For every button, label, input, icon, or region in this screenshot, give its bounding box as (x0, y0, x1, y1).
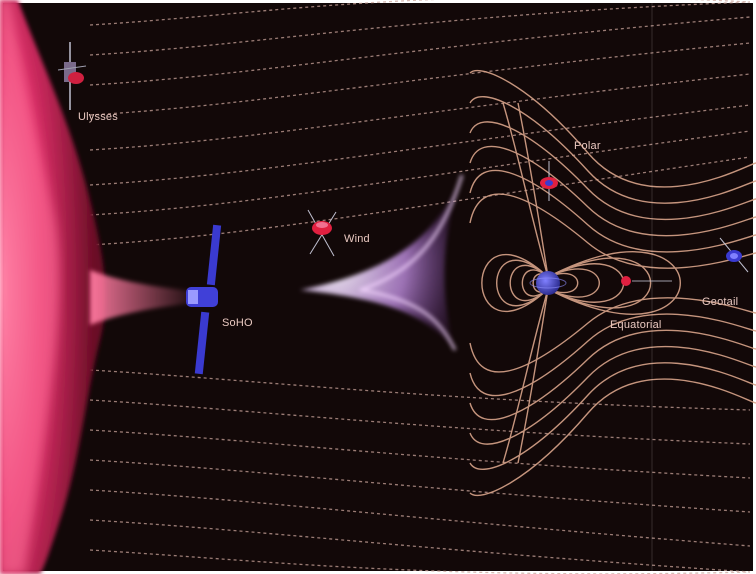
cusp-field-line (502, 102, 549, 278)
polar-label: Polar (574, 140, 601, 152)
field-line (89, 42, 751, 116)
geotail-spacecraft (719, 237, 749, 273)
field-line (89, 130, 751, 216)
dipole-field-line (496, 257, 652, 309)
coronal-mass-ejection (90, 270, 200, 325)
tail-field-line (469, 96, 756, 204)
soho-label: SoHO (222, 317, 253, 329)
bow-shock (300, 174, 464, 351)
sun (0, 0, 106, 574)
wind-label: Wind (344, 233, 370, 245)
cusp-field-line (517, 288, 549, 464)
equatorial-label: Equatorial (610, 319, 662, 331)
tail-field-line (469, 145, 756, 237)
soho-spacecraft (186, 224, 222, 375)
field-line (89, 104, 751, 186)
field-line (89, 399, 751, 445)
solar-wind-field-lines (89, 0, 751, 574)
magnetosphere-field-lines (469, 69, 756, 497)
field-line (89, 16, 751, 86)
field-line (89, 369, 751, 411)
polar-spacecraft (540, 161, 558, 201)
tail-field-line (469, 169, 756, 253)
tail-field-line (469, 313, 756, 397)
field-line (89, 519, 751, 573)
field-line (89, 489, 751, 547)
equatorial-spacecraft (621, 276, 672, 286)
tail-field-line (469, 297, 756, 373)
field-line (89, 459, 751, 513)
tail-field-line (469, 378, 756, 497)
tail-field-line (469, 193, 756, 269)
tail-field-line (469, 329, 756, 421)
ulysses-label: Ulysses (78, 111, 118, 123)
field-line (89, 73, 751, 151)
cusp-field-line (502, 288, 549, 464)
tail-field-line (469, 362, 756, 470)
earth (529, 271, 567, 295)
field-line (89, 156, 751, 246)
tail-field-line (469, 345, 756, 445)
field-line (89, 1, 751, 56)
dipole-field-line (521, 268, 600, 298)
geotail-label: Geotail (702, 296, 738, 308)
cusp-field-line (517, 102, 549, 278)
ulysses-spacecraft (57, 42, 87, 110)
dipole-field-line (481, 251, 681, 315)
tail-field-line (469, 69, 756, 188)
field-line (89, 429, 751, 479)
tail-field-line (469, 121, 756, 221)
wind-spacecraft (307, 209, 337, 257)
field-line (89, 0, 751, 26)
